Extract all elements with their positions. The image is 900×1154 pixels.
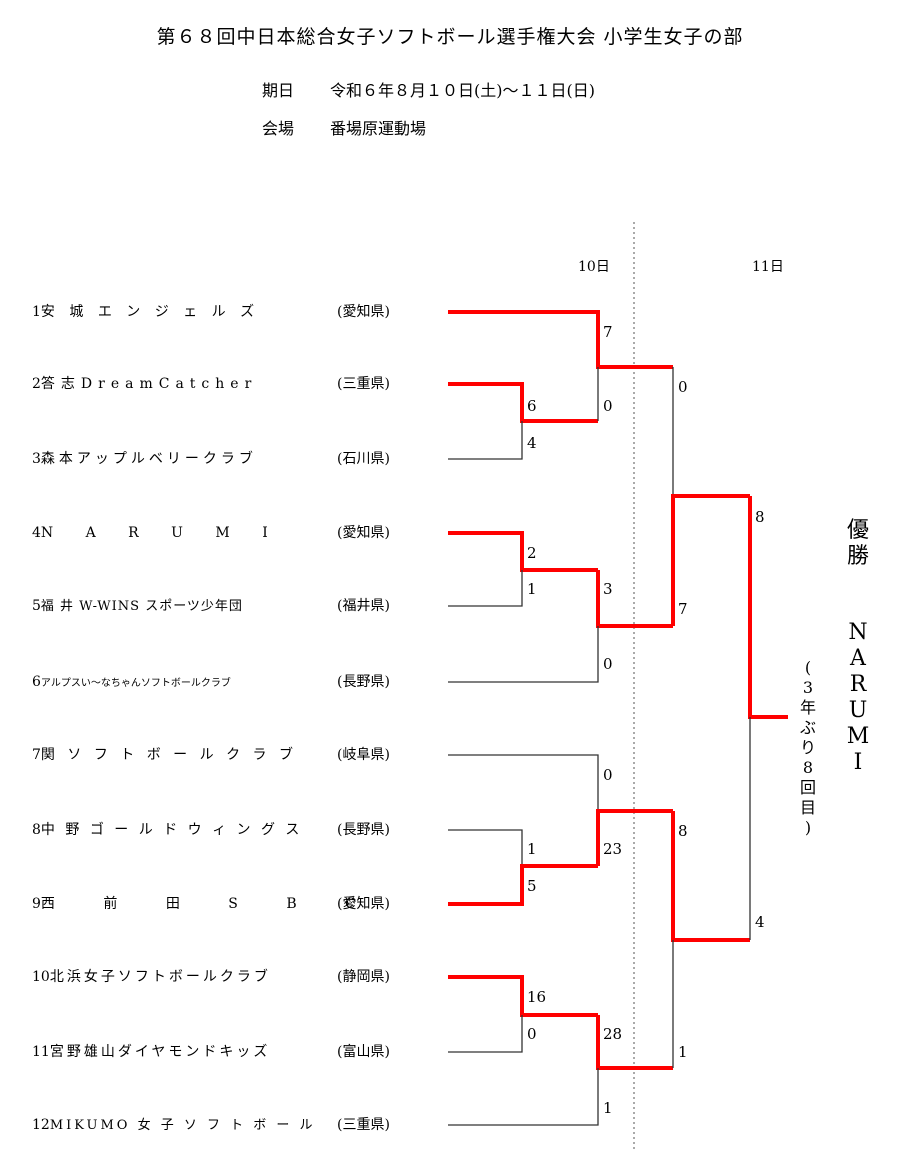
team-name: 安 城 エ ン ジ ェ ル ズ (40, 304, 260, 320)
team-prefecture: (愛知県) (337, 525, 390, 541)
score-final-winner: 8 (755, 508, 765, 526)
line-team7 (448, 754, 599, 811)
score-team6: 0 (603, 655, 613, 673)
team-prefecture: (愛知県) (337, 896, 390, 912)
line-team1 (448, 310, 673, 369)
score-team7: 0 (603, 766, 613, 784)
line-team11 (448, 1015, 523, 1053)
team-seed: 5 (32, 598, 41, 614)
team-name: アルプスい～なちゃんソフトボールクラブ (40, 678, 231, 689)
line-team10 (448, 975, 598, 1017)
team-name: 西 前 田 S B C (40, 896, 378, 912)
score-m1011: 28 (603, 1025, 623, 1043)
team-row-11: 11宮野雄山ダイヤモンドキッズ (富山県) (32, 1043, 412, 1061)
team-prefecture: (三重県) (337, 376, 390, 392)
team-seed: 8 (32, 822, 41, 838)
line-team3 (448, 421, 523, 460)
score-team3: 4 (527, 434, 537, 452)
team-prefecture: (静岡県) (337, 969, 390, 985)
team-prefecture: (長野県) (337, 674, 390, 690)
line-m89 (596, 809, 673, 866)
team-name: N A R U M I (40, 525, 282, 541)
team-row-12: 12MIKUMO 女 子 ソ フ ト ボ ー ル (三重県) (32, 1116, 412, 1135)
team-row-7: 7関 ソ フ ト ボ ー ル ク ラ ブ (岐阜県) (32, 746, 412, 764)
venue-value: 番場原運動場 (330, 119, 427, 138)
line-team4 (448, 531, 598, 572)
score-sf-top-loser: 0 (678, 378, 688, 396)
team-name: 関 ソ フ ト ボ ー ル ク ラ ブ (40, 747, 297, 763)
team-row-1: 1安 城 エ ン ジ ェ ル ズ (愛知県) (32, 303, 412, 321)
score-final-loser: 4 (755, 913, 765, 931)
team-row-6: 6アルプスい～なちゃんソフトボールクラブ (長野県) (32, 673, 412, 693)
score-sf-bottom-winner: 8 (678, 822, 688, 840)
team-row-2: 2答志DreamCatcher (三重県) (32, 375, 412, 393)
team-row-3: 3森本アップルベリークラブ (石川県) (32, 450, 412, 468)
page-title: 第６８回中日本総合女子ソフトボール選手権大会 小学生女子の部 (156, 26, 744, 48)
line-team9 (448, 864, 598, 906)
team-prefecture: (長野県) (337, 822, 390, 838)
line-team6 (448, 626, 599, 683)
score-team4: 2 (527, 544, 537, 562)
team-name: 北浜女子ソフトボールクラブ (49, 969, 271, 985)
team-name: 中 野 ゴ ー ル ド ウ ィ ン グ ス (40, 822, 303, 838)
line-team12 (448, 1068, 599, 1126)
score-m23: 0 (603, 397, 613, 415)
team-seed: 4 (32, 525, 41, 541)
team-seed: 9 (32, 896, 41, 912)
team-seed: 7 (32, 747, 41, 763)
day2-label: 11日 (752, 259, 784, 275)
line-sf-top-winner (671, 494, 750, 626)
score-team10: 16 (527, 988, 547, 1006)
score-sf-top-winner: 7 (678, 600, 688, 618)
team-seed: 6 (32, 674, 41, 690)
team-row-4: 4N A R U M I (愛知県) (32, 524, 412, 542)
team-name: 宮野雄山ダイヤモンドキッズ (49, 1044, 271, 1060)
line-final-winner (748, 496, 788, 719)
team-seed: 12 (32, 1117, 50, 1133)
score-team8: 1 (527, 840, 537, 858)
score-m89: 23 (603, 840, 623, 858)
line-team8 (448, 829, 523, 866)
team-prefecture: (石川県) (337, 451, 390, 467)
team-seed: 3 (32, 451, 41, 467)
date-value: 令和６年８月１０日(土)～１１日(日) (330, 81, 595, 100)
score-team12: 1 (603, 1099, 613, 1117)
date-label: 期日 (262, 81, 295, 100)
team-name: 森本アップルベリークラブ (40, 451, 257, 467)
score-team5: 1 (527, 580, 537, 598)
score-team11: 0 (527, 1025, 537, 1043)
team-prefecture: (岐阜県) (337, 747, 390, 763)
team-row-10: 10北浜女子ソフトボールクラブ (静岡県) (32, 968, 412, 986)
team-prefecture: (富山県) (337, 1044, 390, 1060)
score-team1: 7 (603, 323, 613, 341)
team-row-8: 8中 野 ゴ ー ル ド ウ ィ ン グ ス (長野県) (32, 821, 412, 839)
team-prefecture: (福井県) (337, 598, 390, 614)
line-team5 (448, 570, 523, 607)
team-seed: 11 (32, 1044, 50, 1060)
venue-label: 会場 (262, 119, 295, 138)
team-row-9: 9西 前 田 S B C(愛知県) (32, 895, 412, 913)
team-name: MIKUMO 女 子 ソ フ ト ボ ー ル (49, 1118, 316, 1133)
score-team2: 6 (527, 397, 537, 415)
team-prefecture: (愛知県) (337, 304, 390, 320)
team-name: 答志DreamCatcher (40, 376, 258, 392)
score-sf-bottom-loser: 1 (678, 1043, 688, 1061)
team-seed: 1 (32, 304, 41, 320)
champion-label: 優勝 (846, 518, 869, 569)
line-team2 (448, 382, 598, 423)
score-m45: 3 (603, 580, 613, 598)
team-prefecture: (三重県) (337, 1117, 390, 1133)
score-team9: 5 (527, 877, 537, 895)
day1-label: 10日 (578, 259, 610, 275)
team-seed: 2 (32, 376, 41, 392)
team-seed: 10 (32, 969, 50, 985)
line-m45 (596, 570, 673, 628)
team-row-5: 5福 井 W-WINS スポーツ少年団 (福井県) (32, 597, 412, 616)
team-name: 福 井 W-WINS スポーツ少年団 (40, 599, 243, 614)
